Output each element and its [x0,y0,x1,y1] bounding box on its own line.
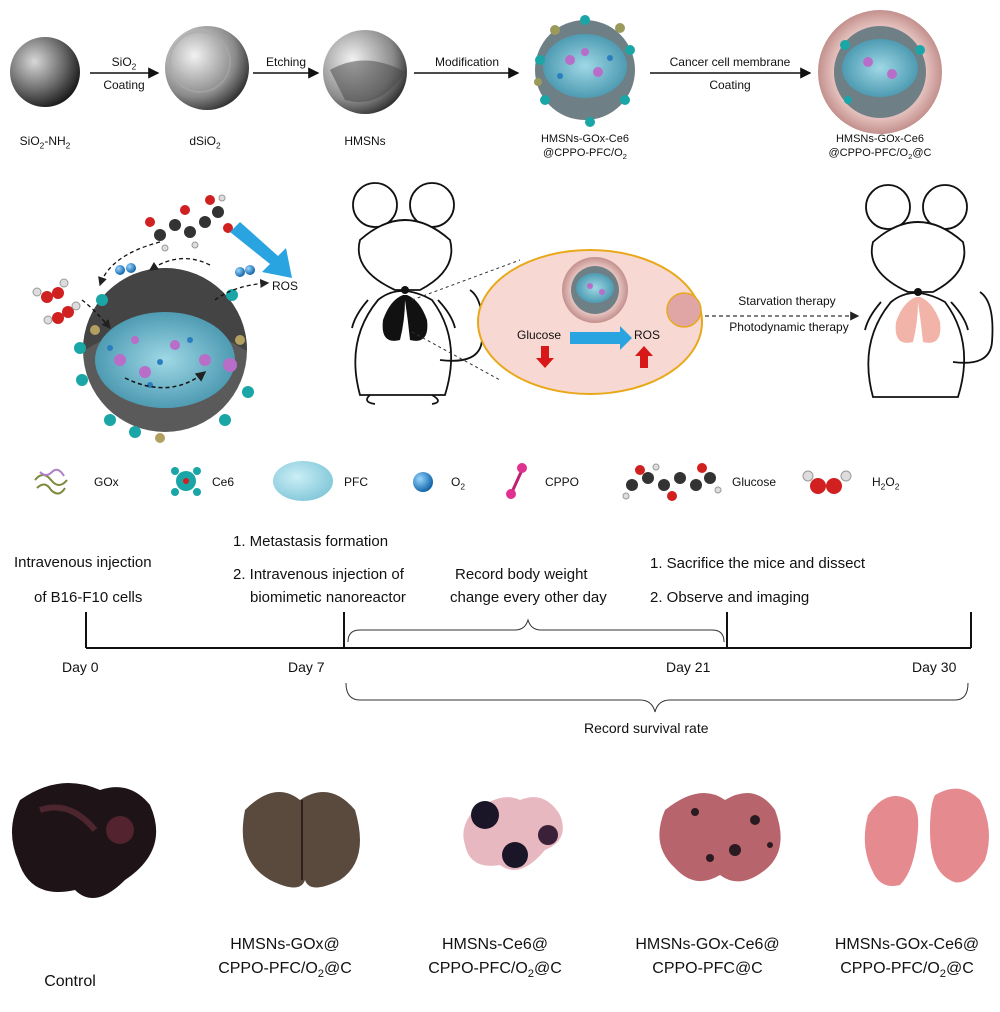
mouse-after-nose [914,288,922,296]
legend-cppo-label: CPPO [545,475,580,489]
legend-glucose-label: Glucose [732,475,777,489]
step-label-coated: HMSNs-GOx-Ce6@CPPO-PFC/O2@C [828,133,932,162]
arrow1-bottom: Coating [103,78,145,92]
step-label-dsio2: dSiO2 [189,134,221,151]
sphere-sio2-nh2 [10,37,80,107]
timeline-day30: Day 30 [912,659,957,675]
timeline-day7-line2: 2. Intravenous injection of [233,566,404,583]
mouse-before-lungs [382,295,428,341]
timeline-inj1-line2: of B16-F10 cells [34,589,143,606]
arrow4-top: Cancer cell membrane [669,55,791,69]
legend-pfc-label: PFC [344,475,368,489]
sphere-dsio2 [165,26,249,110]
sphere-modified [534,15,635,127]
legend-h2o2-icon [802,470,852,494]
legend-h2o2-label: H2O2 [872,475,900,492]
arrow2-top: Etching [265,55,307,69]
o2-molecules [115,263,255,277]
lung-caption-ce6: HMSNs-Ce6@CPPO-PFC/O2@C [428,936,562,981]
zoom-lines [411,259,521,381]
zoom-nanoreactor [562,257,628,323]
ros-label-zoom: ROS [634,328,661,342]
nanoreactor-large [74,268,254,443]
timeline-axis [85,612,972,649]
lung-caption-full: HMSNs-GOx-Ce6@CPPO-PFC/O2@C [834,936,980,981]
legend-glucose-icon [622,463,722,501]
tumor-cell [666,292,702,328]
timeline-end-line2: 2. Observe and imaging [650,589,810,606]
timeline-inj1-line1: Intravenous injection [14,554,152,571]
ros-big-arrow [230,222,292,278]
glucose-label: Glucose [517,328,562,342]
mechanism-dashed-arrows [81,241,270,329]
mouse-before-nose [401,286,409,294]
legend-ce6-label: Ce6 [212,475,235,489]
glucose-down-arrow [536,346,554,368]
timeline-day7-line3: biomimetic nanoreactor [250,589,406,606]
step-label-hmsns: HMSNs [344,134,386,148]
glucose-molecule [145,194,233,252]
mouse-after-lungs [895,297,941,343]
lung-caption-control: Control [44,973,96,990]
lung-control [11,782,157,898]
ros-label: ROS [272,279,299,293]
timeline-weight-line1: Record body weight [455,566,588,583]
arrow1-top: SiO2 [111,55,137,72]
legend-gox-label: GOx [94,475,119,489]
arrow3-top: Modification [434,55,500,69]
sphere-hmsns [323,30,407,114]
lung-ce6 [463,797,563,870]
legend-gox-icon [34,468,68,495]
timeline-day7-line1: 1. Metastasis formation [233,533,389,550]
timeline-day21: Day 21 [666,659,711,675]
photodynamic-therapy-label: Photodynamic therapy [729,320,849,334]
arrow4-bottom: Coating [709,78,751,92]
mouse-after [864,184,994,398]
mouse-before [351,182,484,405]
h2o2-molecules [32,278,81,325]
sphere-coated [818,10,942,134]
ros-up-arrow [635,346,653,368]
legend-ce6-icon [171,467,201,496]
step-label-modified: HMSNs-GOx-Ce6@CPPO-PFC/O2 [540,133,629,162]
legend-pfc-icon [273,461,333,501]
survival-brace [345,682,969,713]
timeline-weight-line2: change every other day [450,589,607,606]
lung-caption-gox: HMSNs-GOx@CPPO-PFC/O2@C [218,936,352,981]
step-label-sio2-nh2: SiO2-NH2 [19,134,71,151]
lung-gox [242,792,360,888]
legend-o2-label: O2 [451,475,466,492]
legend-cppo-icon [506,463,527,499]
starvation-therapy-label: Starvation therapy [738,294,836,308]
glucose-to-ros-arrow [570,326,632,350]
timeline-survival: Record survival rate [584,720,709,736]
timeline-day0: Day 0 [62,659,99,675]
lung-full [864,788,989,886]
timeline-end-line1: 1. Sacrifice the mice and dissect [650,555,866,572]
legend-o2-icon [413,472,433,492]
lung-gox-ce6-no-o2 [659,792,781,882]
timeline-day7: Day 7 [288,659,325,675]
lung-caption-gox-ce6: HMSNs-GOx-Ce6@CPPO-PFC@C [635,936,780,977]
weight-brace [347,618,725,643]
